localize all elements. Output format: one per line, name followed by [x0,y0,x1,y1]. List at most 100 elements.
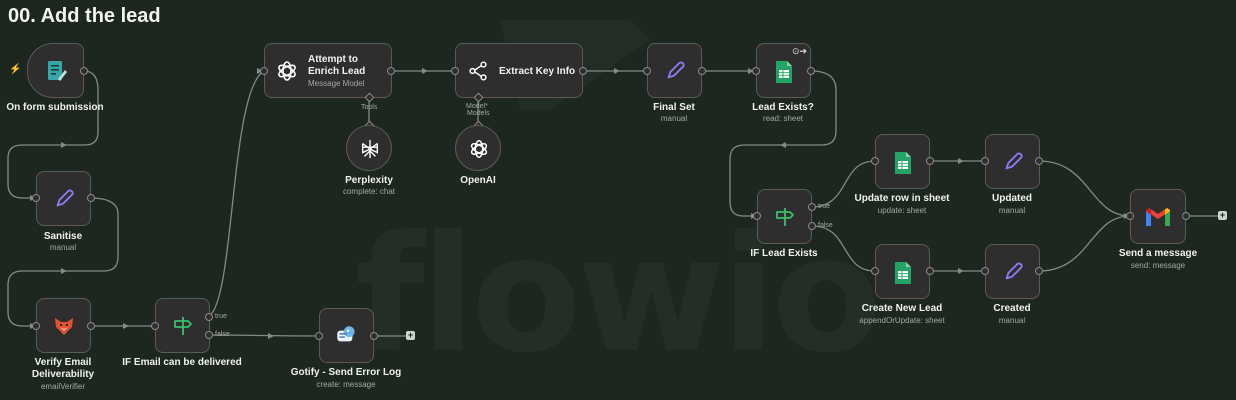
node-perplexity[interactable] [346,125,392,171]
input-port[interactable] [32,322,40,330]
node-label: Verify Email [34,357,92,368]
node-update-row[interactable] [875,134,930,189]
false-output-port[interactable] [808,222,816,230]
node-on-form-submission[interactable] [27,43,84,98]
signpost-icon [771,203,799,231]
output-port[interactable] [1035,267,1043,275]
input-port[interactable] [260,67,268,75]
node-label: IF Email can be delivered [122,357,242,368]
node-openai[interactable] [455,125,501,171]
add-node-button[interactable]: + [406,330,415,340]
output-port[interactable] [87,322,95,330]
node-label: Gotify - Send Error Log [290,367,402,378]
node-send-message[interactable] [1130,189,1186,244]
models-label: Models [467,110,490,117]
node-subtitle: emailVerifier [40,382,85,391]
node-verify-email[interactable] [36,298,91,353]
google-sheets-icon [770,58,798,86]
input-port[interactable] [151,322,159,330]
perplexity-icon [356,135,384,163]
input-port[interactable] [752,67,760,75]
output-port[interactable] [926,267,934,275]
node-created[interactable] [985,244,1040,299]
output-port[interactable] [579,67,587,75]
node-label: Create New Lead [861,303,943,314]
share-nodes-icon [464,57,492,85]
openai-icon [465,135,493,163]
output-port[interactable] [1182,212,1190,220]
false-output-port[interactable] [205,331,213,339]
node-label: Deliverability [31,369,95,380]
true-output-port[interactable] [205,313,213,321]
node-label: Updated [992,193,1032,204]
google-sheets-icon [889,259,917,287]
input-port[interactable] [753,212,761,220]
add-node-button[interactable]: + [1218,210,1227,220]
false-branch-label: false [818,222,833,229]
node-label: Send a message [1118,248,1198,259]
true-branch-label: true [215,313,228,320]
output-port[interactable] [698,67,706,75]
node-subtitle: send: message [1130,261,1186,270]
input-port[interactable] [643,67,651,75]
node-extract-key-info[interactable]: Extract Key Info [455,43,583,98]
node-subtitle: create: message [316,380,376,389]
node-final-set[interactable] [647,43,702,98]
pencil-icon [999,258,1027,286]
node-label: Sanitise [43,231,83,242]
input-port[interactable] [1126,212,1134,220]
output-port[interactable] [926,157,934,165]
node-lead-exists[interactable]: ⊙➔ [756,43,811,98]
input-port[interactable] [871,267,879,275]
node-subtitle: appendOrUpdate: sheet [859,316,945,325]
node-title: Attempt to [308,54,358,65]
pencil-icon [999,148,1027,176]
fox-icon [50,312,78,340]
node-label: Lead Exists? [752,102,814,113]
node-subtitle: read: sheet [762,114,804,123]
node-label: IF Lead Exists [750,248,818,259]
node-label: Perplexity [345,175,393,186]
input-port[interactable] [315,332,323,340]
node-subtitle: Message Model [308,79,365,88]
node-label: Update row in sheet [854,193,950,204]
false-branch-label: false [215,331,230,338]
output-port[interactable] [87,194,95,202]
gmail-icon [1144,203,1172,231]
true-output-port[interactable] [808,203,816,211]
output-port[interactable] [80,67,88,75]
node-subtitle: manual [998,316,1026,325]
node-enrich-lead[interactable]: Attempt to Enrich Lead Message Model [264,43,392,98]
tools-label: Tools [361,104,378,111]
input-port[interactable] [32,194,40,202]
node-updated[interactable] [985,134,1040,189]
node-label: OpenAI [460,175,496,186]
google-sheets-icon [889,149,917,177]
output-port[interactable] [1035,157,1043,165]
output-port[interactable] [370,332,378,340]
signpost-icon [169,312,197,340]
form-icon [42,57,70,85]
node-subtitle: complete: chat [342,187,396,196]
output-port[interactable] [807,67,815,75]
node-title: Enrich Lead [308,66,366,77]
input-port[interactable] [871,157,879,165]
trigger-bolt-icon: ⚡ [9,64,22,75]
node-sanitise[interactable] [36,171,91,226]
input-port[interactable] [981,267,989,275]
true-branch-label: true [818,203,831,210]
input-port[interactable] [451,67,459,75]
node-title: Extract Key Info [499,66,576,77]
node-if-email[interactable] [155,298,210,353]
node-create-new-lead[interactable] [875,244,930,299]
openai-icon [273,57,301,85]
node-gotify[interactable] [319,308,374,363]
node-subtitle: manual [49,243,77,252]
node-subtitle: manual [660,114,688,123]
output-port[interactable] [387,67,395,75]
node-label: Created [993,303,1031,314]
node-subtitle: update: sheet [877,206,927,215]
node-if-lead-exists[interactable] [757,189,812,244]
input-port[interactable] [981,157,989,165]
